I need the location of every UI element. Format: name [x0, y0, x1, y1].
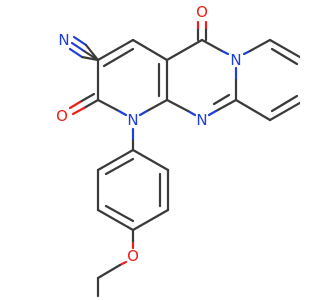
ring-n-middle-label: N [196, 111, 207, 129]
ring-n-bottom-label: N [127, 111, 138, 129]
ring-middle-bonds [165, 38, 238, 117]
nitrile-n-label: N [58, 31, 69, 49]
molecule-diagram: N O [56, 3, 300, 298]
ethoxy-bonds [96, 228, 135, 298]
carbonyl-top-bond [196, 20, 208, 42]
ring-right-bonds [234, 38, 300, 122]
structure-canvas: N O [56, 3, 300, 298]
nitrile-bond [68, 35, 100, 62]
carbonyl-o-top-label: O [196, 3, 208, 21]
carbonyl-o-left-label: O [56, 107, 68, 125]
phenyl-ring-bonds [96, 148, 170, 232]
ether-o-label: O [127, 247, 139, 265]
carbonyl-left-bond [68, 92, 100, 116]
ring-n-right-label: N [230, 51, 241, 69]
ring-left-bonds [96, 38, 169, 117]
